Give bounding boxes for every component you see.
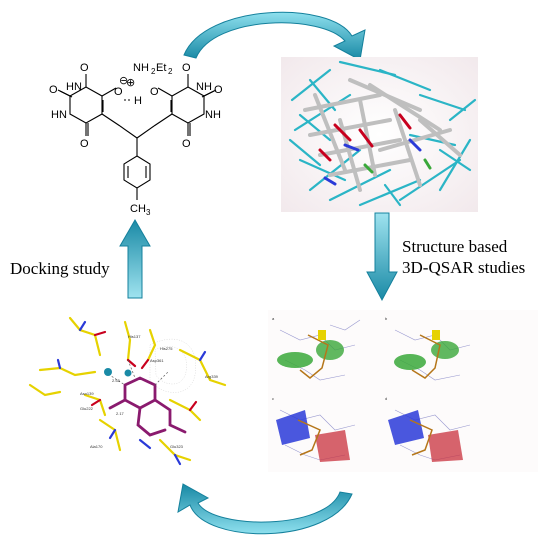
qsar-label-d: d: [385, 396, 387, 401]
svg-text:3: 3: [146, 208, 151, 217]
qsar-label-a: a: [272, 316, 275, 321]
aligned-molecules-panel: [281, 57, 478, 212]
top-curved-arrow: [183, 11, 366, 61]
residue-his275: His275: [160, 346, 173, 351]
hn-upper-left: HN: [66, 81, 82, 93]
zinc-ion-1: [104, 368, 112, 376]
svg-text:Et: Et: [156, 62, 166, 74]
distance-2: 2.17: [116, 411, 125, 416]
residue-ala170: Ala170: [90, 444, 103, 449]
docking-panel: His275 His137 Asp361 Arg339 Asn139 Glu22…: [8, 308, 253, 476]
qsar-down-arrow: [366, 212, 398, 302]
distance-1: 2.53: [112, 378, 121, 383]
oxo-left: O: [49, 84, 58, 96]
qsar-label-b: b: [385, 316, 388, 321]
hn-left: HN: [51, 109, 67, 121]
plus-charge: ⊕: [126, 77, 135, 89]
qsar-map-b: [394, 329, 471, 381]
methyl-ch: CH: [130, 203, 146, 215]
zinc-ion-2: [124, 369, 132, 377]
residue-his137: His137: [128, 334, 141, 339]
oxyanion: O: [114, 86, 123, 98]
residue-asn139: Asn139: [80, 391, 94, 396]
qsar-map-a: [277, 319, 361, 381]
bottom-curved-arrow: [177, 483, 353, 535]
residue-glu323: Glu323: [170, 444, 184, 449]
oxo-bottom-left: O: [80, 138, 89, 150]
ammonium-nh: NH: [133, 62, 149, 74]
oxo-bottom-right: O: [182, 138, 191, 150]
residue-glu222: Glu222: [80, 406, 94, 411]
svg-text:2: 2: [151, 67, 156, 76]
hydroxyl-o: O: [150, 86, 159, 98]
oxo-top-left: O: [80, 62, 89, 74]
h-bond-h: H: [134, 95, 142, 107]
chemical-structure: [57, 74, 217, 200]
residue-arg339: Arg339: [205, 374, 219, 379]
docking-up-arrow: [119, 218, 151, 299]
qsar-caption-line2: 3D-QSAR studies: [402, 258, 526, 277]
qsar-caption-line1: Structure based: [402, 237, 508, 256]
oxo-top-right: O: [182, 62, 191, 74]
nh-upper-right: NH: [196, 81, 212, 93]
minus-charge: ⊖: [119, 75, 128, 87]
qsar-contour-panel: a b c d: [268, 310, 538, 472]
qsar-map-d: [388, 409, 471, 462]
oxo-right: O: [214, 84, 223, 96]
docking-study-caption: Docking study: [10, 259, 110, 278]
nh-right: NH: [205, 109, 221, 121]
chemical-labels: O O O HN HN O ⊖ H O O O O NH NH NH 2 Et …: [49, 62, 223, 217]
residue-asp361: Asp361: [150, 358, 164, 363]
qsar-label-c: c: [272, 396, 274, 401]
qsar-map-c: [276, 409, 356, 462]
svg-text:2: 2: [168, 67, 173, 76]
